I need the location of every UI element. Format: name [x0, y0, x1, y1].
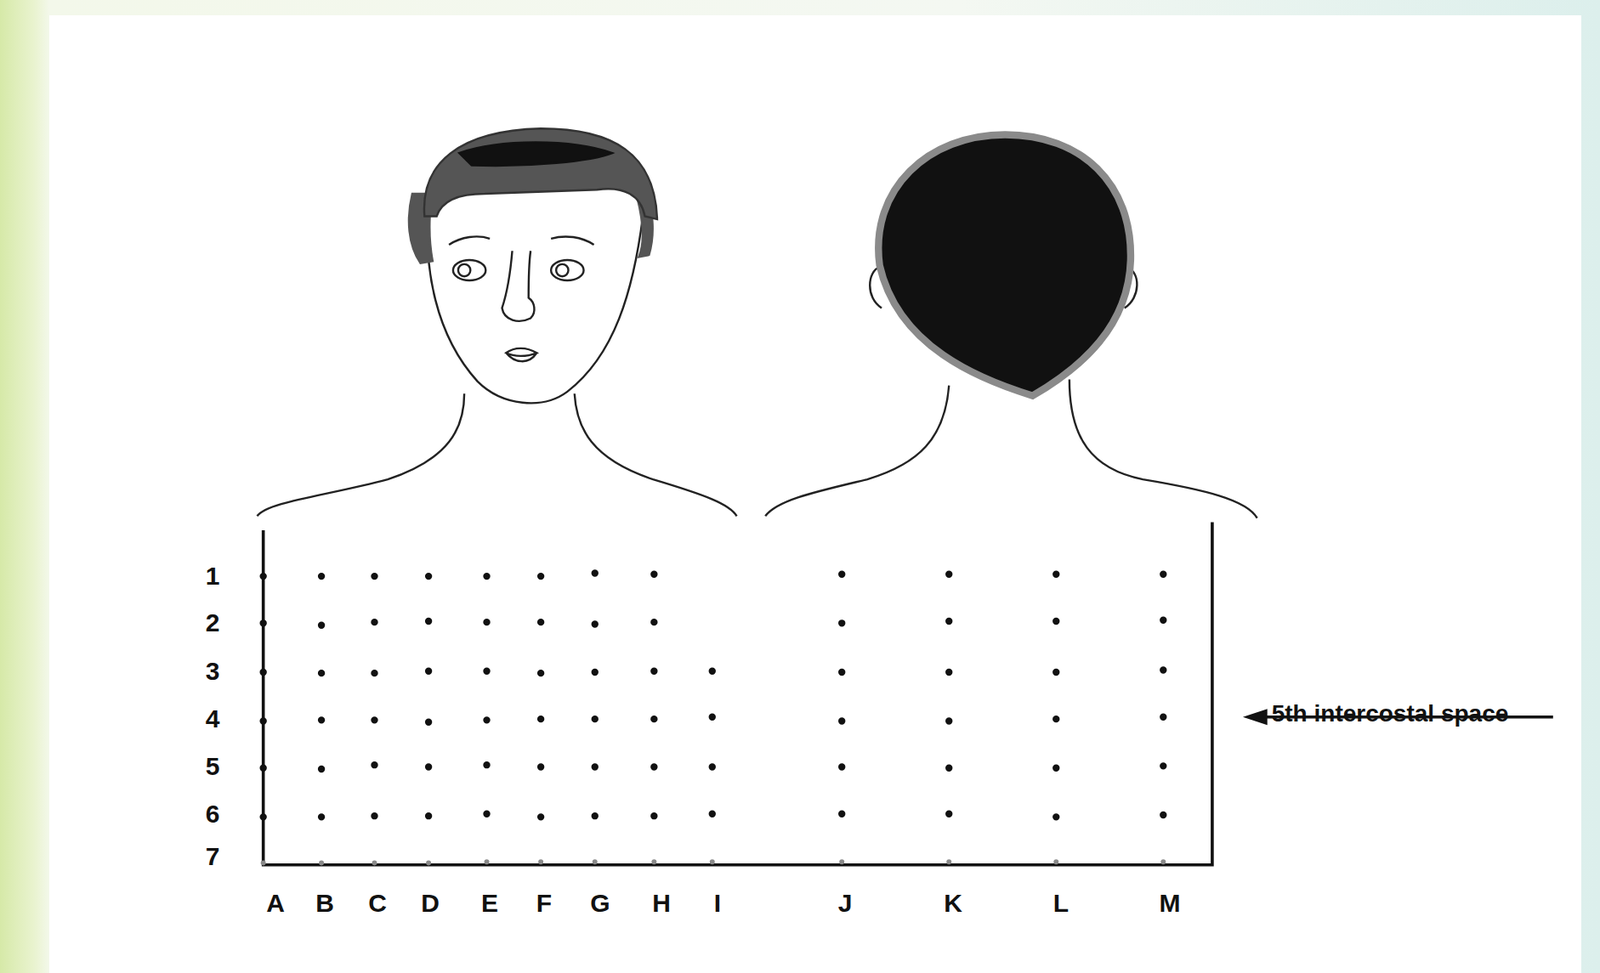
right-pupil	[556, 264, 568, 277]
axis-label: H	[652, 890, 671, 917]
left-pupil	[458, 264, 471, 277]
right-eyebrow	[550, 236, 594, 245]
axis-label: K	[943, 890, 963, 917]
baseline-dots	[263, 862, 1164, 863]
dot-row	[263, 620, 1164, 626]
back-hair	[878, 134, 1131, 396]
axis-label: 2	[205, 610, 221, 636]
axis-label: 4	[205, 706, 221, 732]
axis-label: I	[714, 890, 721, 917]
axis-label: 1	[205, 563, 221, 590]
axis-label: B	[315, 890, 335, 917]
axis-label: J	[838, 890, 853, 917]
dot-row	[263, 765, 1164, 770]
axis-label: F	[536, 890, 552, 917]
front-neck-right	[574, 393, 738, 517]
dot-row	[263, 717, 1164, 723]
axis-label: 7	[205, 844, 221, 870]
axis-label: A	[266, 890, 285, 917]
left-eye	[453, 260, 486, 281]
white-panel	[49, 15, 1582, 973]
dot-row	[263, 573, 1164, 578]
annotation-label: 5th intercostal space	[1249, 684, 1531, 744]
back-head	[765, 134, 1258, 518]
nose	[502, 250, 535, 322]
dot-row	[263, 670, 1164, 675]
grid-axes	[263, 522, 1213, 866]
front-head	[256, 128, 737, 517]
arrow-head	[1242, 709, 1268, 726]
back-neck-right	[1069, 379, 1258, 518]
axis-label: G	[590, 890, 610, 917]
axis-label: 3	[205, 658, 221, 685]
back-neck-left	[765, 385, 949, 517]
front-neck-left	[256, 393, 465, 517]
front-hair	[424, 128, 658, 220]
lips	[505, 348, 537, 362]
axis-label: 5	[205, 754, 221, 780]
axis-label: C	[368, 890, 387, 917]
left-eyebrow	[448, 236, 490, 245]
axis-label: D	[420, 890, 440, 917]
axis-label: E	[481, 890, 499, 917]
axis-label: L	[1053, 890, 1069, 917]
dot-row	[263, 862, 1164, 863]
axis-label: M	[1159, 890, 1181, 917]
dot-row	[263, 814, 1164, 818]
grid-dots	[263, 573, 1164, 818]
hair-shade	[459, 141, 613, 165]
right-eye	[550, 260, 584, 281]
axis-label: 6	[205, 801, 221, 828]
face-outline	[427, 198, 646, 403]
